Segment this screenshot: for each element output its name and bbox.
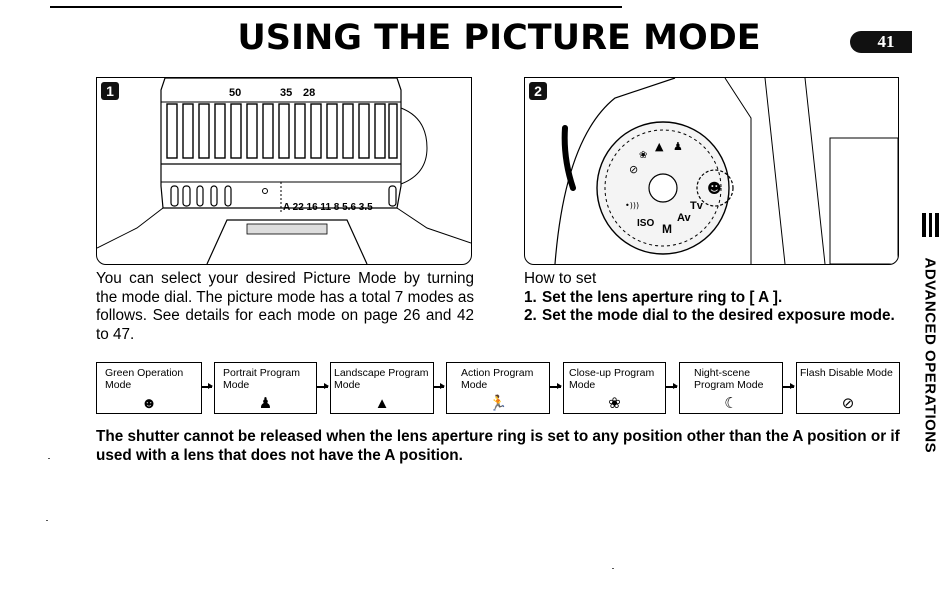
flash-off-icon: ⊘ — [841, 395, 855, 412]
arrow-icon — [550, 383, 562, 389]
mountain-icon: ▲ — [374, 395, 390, 412]
mode-label: Action Program Mode — [461, 367, 534, 391]
step-number: 2. — [524, 307, 537, 324]
focal-length-35: 35 — [280, 87, 293, 99]
svg-text:▲: ▲ — [655, 140, 664, 153]
portrait-icon: ♟ — [258, 395, 273, 412]
svg-text:❀: ❀ — [639, 150, 647, 161]
arrow-icon — [317, 383, 329, 389]
step-number: 1. — [524, 288, 537, 306]
mode-green-operation: Green Operation Mode ☻ — [96, 362, 202, 414]
arrow-icon — [783, 383, 795, 389]
focal-length-50: 50 — [229, 87, 242, 99]
svg-text:•))): •))) — [625, 201, 639, 210]
how-to-heading: How to set — [524, 270, 597, 287]
mode-dial-illustration: ☻ ⊘ ❀ ▲ ♟ •))) — [554, 78, 898, 264]
top-rule — [50, 6, 622, 8]
figure-lens: 1 50 35 28 A 22 16 11 8 5.6 3.5 — [96, 77, 472, 265]
section-roman-numeral-icon — [922, 213, 940, 237]
section-tab-label: ADVANCED OPERATIONS — [921, 257, 939, 454]
mode-close-up: Close-up Program Mode ❀ — [563, 362, 666, 414]
arrow-icon — [202, 383, 213, 389]
mode-label: Flash Disable Mode — [800, 367, 893, 379]
page-number-badge: 41 — [850, 31, 912, 53]
mode-label: Landscape Program Mode — [334, 367, 429, 391]
dial-label-tv: Tv — [690, 200, 703, 212]
aperture-scale: A 22 16 11 8 5.6 3.5 — [283, 202, 373, 213]
step-1: 1. Set the lens aperture ring to [ A ]. — [524, 289, 899, 308]
green-face-icon: ☻ — [141, 395, 157, 412]
scan-speck — [48, 458, 50, 459]
section-tab: ADVANCED OPERATIONS — [921, 213, 940, 453]
warning-note: The shutter cannot be released when the … — [96, 428, 900, 464]
dial-label-iso: ISO — [637, 218, 655, 229]
dial-label-m: M — [662, 222, 672, 236]
intro-paragraph: You can select your desired Picture Mode… — [96, 270, 474, 343]
night-portrait-icon: ☾ — [724, 395, 738, 412]
figure-1-badge: 1 — [101, 82, 119, 100]
mode-label: Portrait Program Mode — [223, 367, 301, 391]
scan-speck — [46, 520, 48, 521]
focal-length-28: 28 — [303, 87, 316, 99]
mode-night-scene: Night-scene Program Mode ☾ — [679, 362, 783, 414]
figure-mode-dial: ☻ ⊘ ❀ ▲ ♟ •))) 2 ISO M Av Tv — [524, 77, 899, 265]
scan-speck — [612, 568, 614, 569]
svg-text:♟: ♟ — [673, 140, 683, 153]
mode-flash-disable: Flash Disable Mode ⊘ — [796, 362, 900, 414]
mode-action: Action Program Mode 🏃 — [446, 362, 550, 414]
mode-label: Night-scene Program Mode — [694, 367, 764, 391]
svg-text:⊘: ⊘ — [629, 163, 638, 176]
mode-sequence: Green Operation Mode ☻ Portrait Program … — [96, 362, 900, 416]
dial-label-av: Av — [677, 212, 691, 224]
how-to-set: How to set 1. Set the lens aperture ring… — [524, 270, 899, 326]
runner-icon: 🏃 — [488, 395, 508, 412]
mode-label: Green Operation Mode — [105, 367, 184, 391]
step-2: 2. Set the mode dial to the desired expo… — [524, 307, 899, 326]
svg-text:☻: ☻ — [707, 181, 722, 197]
mode-label: Close-up Program Mode — [569, 367, 655, 391]
lens-illustration — [97, 78, 471, 264]
arrow-icon — [666, 383, 678, 389]
page-title: USING THE PICTURE MODE — [237, 18, 761, 58]
step-text: Set the lens aperture ring to [ A ]. — [542, 288, 783, 306]
mode-landscape: Landscape Program Mode ▲ — [330, 362, 434, 414]
step-text: Set the mode dial to the desired exposur… — [542, 307, 895, 324]
tulip-icon: ❀ — [608, 395, 621, 412]
mode-portrait: Portrait Program Mode ♟ — [214, 362, 317, 414]
arrow-icon — [434, 383, 445, 389]
figure-2-badge: 2 — [529, 82, 547, 100]
